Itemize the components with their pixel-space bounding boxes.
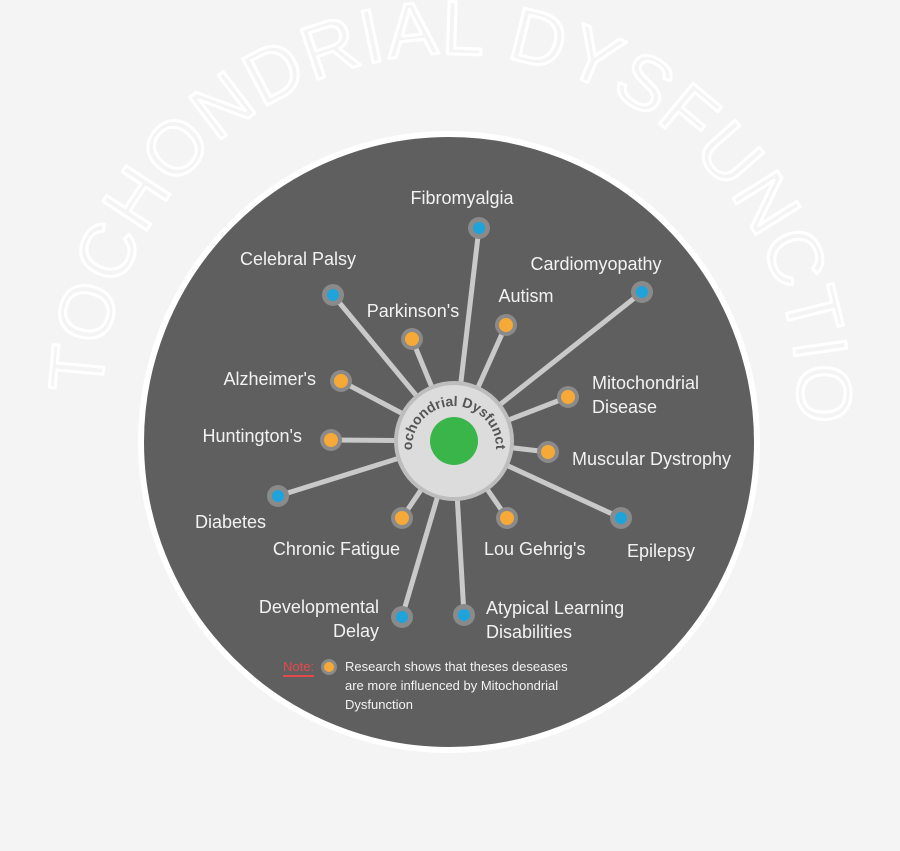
node-label-line: Disease [592, 397, 657, 417]
node-label-celebral-palsy: Celebral Palsy [240, 249, 356, 269]
node-label-line: Fibromyalgia [410, 188, 514, 208]
note-text-line: Dysfunction [345, 697, 413, 712]
node-label-cardiomyopathy: Cardiomyopathy [530, 254, 661, 274]
node-label-muscular-dystrophy: Muscular Dystrophy [572, 449, 731, 469]
note-marker-dot [324, 662, 334, 672]
node-label-parkinson-s: Parkinson's [367, 301, 459, 321]
node-label-line: Autism [498, 286, 553, 306]
marker-orange-icon [561, 390, 575, 404]
node-label-epilepsy: Epilepsy [627, 541, 695, 561]
node-label-line: Epilepsy [627, 541, 695, 561]
node-label-line: Developmental [259, 597, 379, 617]
node-label-diabetes: Diabetes [195, 512, 266, 532]
node-label-line: Cardiomyopathy [530, 254, 661, 274]
node-label-fibromyalgia: Fibromyalgia [410, 188, 514, 208]
node-label-chronic-fatigue: Chronic Fatigue [273, 539, 400, 559]
node-label-line: Delay [333, 621, 379, 641]
marker-orange-icon [405, 332, 419, 346]
node-label-line: Alzheimer's [224, 369, 316, 389]
note-label: Note: [283, 659, 314, 674]
node-label-alzheimer-s: Alzheimer's [224, 369, 316, 389]
node-label-autism: Autism [498, 286, 553, 306]
marker-blue-icon [636, 286, 648, 298]
marker-orange-icon [541, 445, 555, 459]
node-label-line: Lou Gehrig's [484, 539, 586, 559]
node-label-line: Disabilities [486, 622, 572, 642]
node-label-line: Celebral Palsy [240, 249, 356, 269]
node-label-line: Chronic Fatigue [273, 539, 400, 559]
marker-blue-icon [396, 611, 408, 623]
node-label-line: Diabetes [195, 512, 266, 532]
note-text: Research shows that theses deseases are m… [345, 659, 568, 712]
marker-blue-icon [615, 512, 627, 524]
marker-orange-icon [334, 374, 348, 388]
note-text-line: are more influenced by Mitochondrial [345, 678, 558, 693]
marker-orange-icon [500, 511, 514, 525]
node-label-line: Parkinson's [367, 301, 459, 321]
node-label-lou-gehrig-s: Lou Gehrig's [484, 539, 586, 559]
node-label-line: Muscular Dystrophy [572, 449, 731, 469]
marker-blue-icon [272, 490, 284, 502]
marker-orange-icon [395, 511, 409, 525]
node-label-line: Huntington's [202, 426, 302, 446]
center-node-icon [430, 417, 478, 465]
note: Note: Research shows that theses desease… [283, 659, 568, 712]
node-label-line: Mitochondrial [592, 373, 699, 393]
note-text-line: Research shows that theses deseases [345, 659, 568, 674]
node-label-huntington-s: Huntington's [202, 426, 302, 446]
node-label-line: Atypical Learning [486, 598, 624, 618]
marker-orange-icon [324, 433, 338, 447]
marker-blue-icon [327, 289, 339, 301]
marker-orange-icon [499, 318, 513, 332]
marker-blue-icon [473, 222, 485, 234]
marker-blue-icon [458, 609, 470, 621]
